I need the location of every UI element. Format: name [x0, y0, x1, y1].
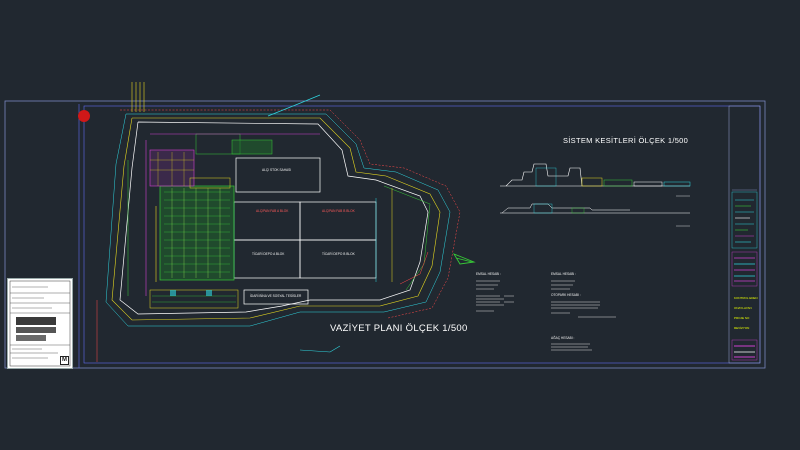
title-block-row-1: KONTROL EDEN: [734, 296, 758, 300]
note-heading-4: AĞAÇ HESABI :: [551, 336, 575, 340]
note-heading-1: EMSAL HESABI :: [476, 272, 502, 276]
section-drawings[interactable]: [500, 163, 691, 227]
block-label-b: ALÇIPAN FAB B BLOK: [322, 209, 355, 213]
admin-building-label: İDARİ BİNA VE SOSYAL TESİSLER: [250, 294, 302, 298]
origin-marker-icon[interactable]: [78, 110, 90, 122]
note-heading-3: OTOPARK HESABI :: [551, 293, 581, 297]
legend-title-block: M: [7, 278, 73, 369]
legend-grid: [9, 280, 71, 367]
title-block-row-4: REVİZYON: [734, 326, 750, 330]
block-label-c: TİCARİ DEPO A BLOK: [252, 252, 285, 256]
company-logo: M: [60, 356, 69, 365]
sections-title: SİSTEM KESİTLERİ ÖLÇEK 1/500: [563, 136, 689, 145]
title-block-row-3: PROJE NO: [734, 316, 750, 320]
sheet-frame-outer: [4, 100, 766, 369]
block-label-a: ALÇIPAN FAB A BLOK: [256, 209, 289, 213]
title-block-row-2: ONAYLAYAN: [734, 306, 752, 310]
storage-label: ALÇI STOK SAHASI: [262, 168, 292, 172]
notes-area: [476, 280, 616, 351]
site-plan-title: VAZİYET PLANI ÖLÇEK 1/500: [330, 323, 468, 334]
site-plan[interactable]: [96, 82, 461, 362]
title-block-column: [728, 105, 761, 364]
north-arrow-icon: [452, 253, 476, 265]
block-label-d: TİCARİ DEPO B BLOK: [322, 252, 355, 256]
note-heading-2: EMSAL HESABI :: [551, 272, 577, 276]
